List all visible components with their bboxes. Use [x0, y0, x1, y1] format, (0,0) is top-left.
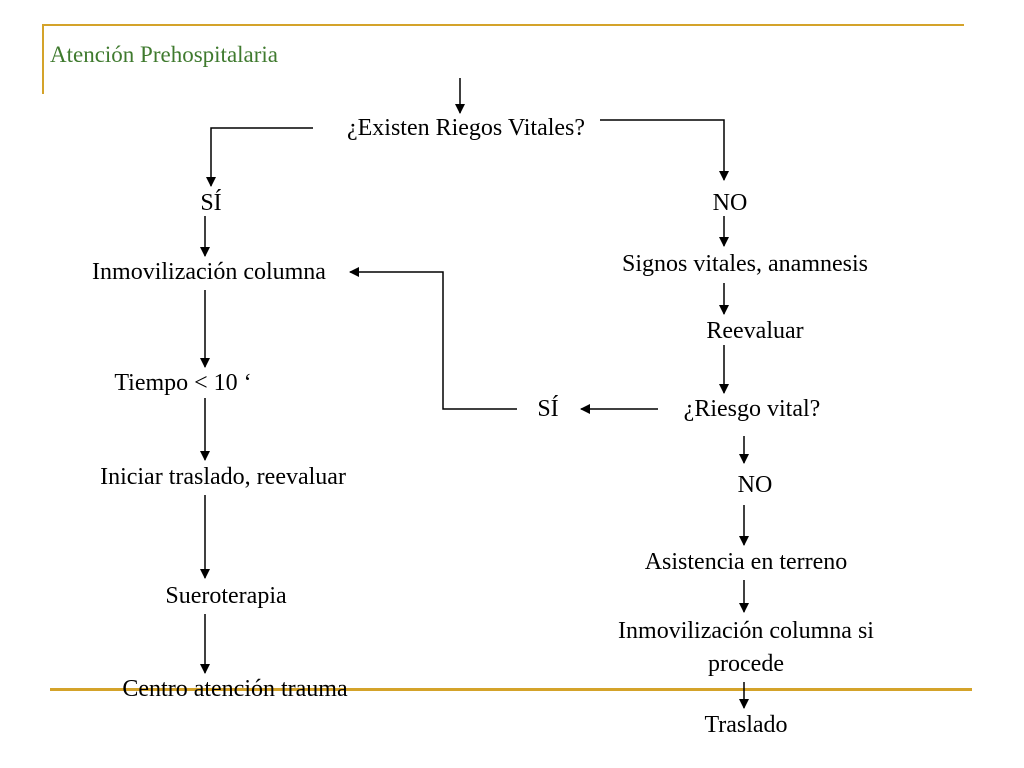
branch-no-lower: NO: [737, 472, 773, 498]
step-reassess: Reevaluar: [706, 318, 804, 344]
branch-yes-middle: SÍ: [537, 396, 559, 422]
step-vital-signs: Signos vitales, anamnesis: [622, 251, 868, 277]
step-time-limit: Tiempo < 10 ‘: [114, 370, 252, 396]
question-vital-risk: ¿Riesgo vital?: [683, 396, 821, 422]
left-rule: [42, 24, 44, 94]
step-start-transfer: Iniciar traslado, reevaluar: [100, 464, 346, 490]
step-trauma-center: Centro atención trauma: [122, 676, 348, 702]
branch-yes-left: SÍ: [200, 190, 222, 216]
step-spine-if-needed: Inmovilización columna si procede: [618, 618, 874, 677]
step-transfer: Traslado: [704, 712, 788, 738]
top-rule: [42, 24, 964, 26]
step-fluid-therapy: Sueroterapia: [165, 583, 287, 609]
edge-risk-no: [600, 119, 729, 181]
step-spine-immobilization: Inmovilización columna: [92, 259, 326, 285]
slide-title: Atención Prehospitalaria: [50, 42, 279, 67]
bottom-rule: [50, 688, 972, 691]
question-vital-risks: ¿Existen Riegos Vitales?: [346, 115, 586, 141]
step-field-care: Asistencia en terreno: [644, 549, 848, 575]
branch-no-right: NO: [712, 190, 748, 216]
edge-risk-yes: [206, 127, 313, 187]
edge-yes-back-to-immob: [349, 267, 517, 410]
